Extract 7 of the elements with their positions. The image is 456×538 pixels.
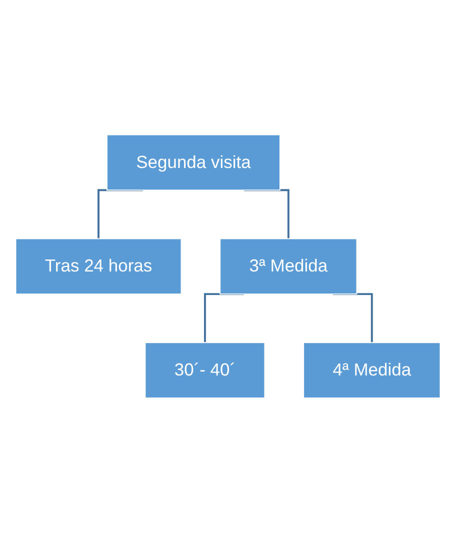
node-box: Tras 24 horas: [15, 238, 182, 295]
node-box: 4ª Medida: [303, 342, 441, 399]
connector: [98, 189, 143, 239]
node-box: Segunda visita: [106, 134, 280, 191]
node-box: 30´- 40´: [144, 342, 266, 399]
connector: [244, 189, 290, 239]
node-box: 3ª Medida: [220, 238, 358, 295]
